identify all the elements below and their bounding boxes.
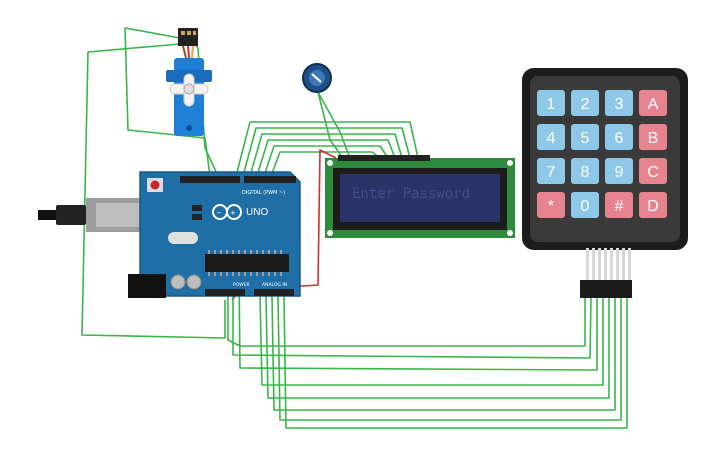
keypad-key-label: C — [647, 164, 659, 181]
keypad-key-A[interactable]: A — [639, 90, 667, 116]
digital-header-left — [180, 176, 240, 183]
keypad-key-label: 3 — [615, 96, 624, 113]
keypad-key-label: D — [647, 198, 659, 215]
keypad-key-face — [639, 192, 667, 218]
keypad-connector — [580, 280, 632, 298]
keypad-key-7[interactable]: 7 — [537, 158, 565, 184]
keypad-keys: 1 2 3 A 4 5 6 B 7 8 9 C * 0 # D — [537, 90, 667, 218]
keypad-key-label: 0 — [581, 198, 590, 215]
keypad-key-0[interactable]: 0 — [571, 192, 599, 218]
wire-lcd-5 — [263, 145, 389, 177]
wire-lcd-3 — [249, 133, 403, 177]
analog-label: ANALOG IN — [262, 282, 287, 288]
keypad-key-label: 8 — [581, 164, 590, 181]
keypad-key-label: 5 — [581, 130, 590, 147]
keypad-key-label: 4 — [547, 130, 556, 147]
wire-keypad-7 — [277, 295, 622, 421]
keypad-key-face — [537, 192, 565, 218]
svg-text:+: + — [230, 209, 236, 217]
keypad-key-face — [605, 158, 633, 184]
digital-header-right — [244, 176, 296, 183]
keypad-key-3[interactable]: 3 — [605, 90, 633, 116]
lcd-pin-header — [338, 155, 430, 161]
servo-connector — [178, 28, 198, 46]
keypad-key-face — [605, 90, 633, 116]
power-jack — [128, 274, 166, 298]
keypad-key-face — [537, 124, 565, 150]
keypad-key-8[interactable]: 8 — [571, 158, 599, 184]
keypad-key-face — [571, 192, 599, 218]
keypad-key-B[interactable]: B — [639, 124, 667, 150]
keypad-key-4[interactable]: 4 — [537, 124, 565, 150]
keypad-key-face — [571, 158, 599, 184]
keypad-key-C[interactable]: C — [639, 158, 667, 184]
keypad-key-face — [571, 124, 599, 150]
arduino-logo: − + — [212, 204, 242, 220]
potentiometer[interactable] — [302, 63, 332, 93]
lcd-text: Enter Password — [352, 186, 470, 202]
keypad-key-face — [639, 158, 667, 184]
wire-lcd-1 — [235, 121, 419, 177]
keypad-key-label: 2 — [581, 96, 590, 113]
keypad-key-9[interactable]: 9 — [605, 158, 633, 184]
power-header — [205, 289, 245, 296]
keypad-key-face — [639, 90, 667, 116]
wire-keypad-5 — [265, 295, 610, 399]
svg-text:−: − — [216, 209, 222, 217]
keypad-key-label: 7 — [547, 164, 556, 181]
wire-pot-2 — [317, 91, 351, 159]
wire-keypad-6 — [271, 295, 616, 411]
lcd-display[interactable]: Enter Password — [325, 155, 515, 238]
keypad-key-face — [537, 158, 565, 184]
keypad-4x4[interactable]: 1 2 3 A 4 5 6 B 7 8 9 C * 0 # D — [522, 68, 688, 298]
keypad-key-face — [605, 192, 633, 218]
arduino-uno-board[interactable]: DIGITAL (PWM ~) − + UNO — [38, 171, 301, 298]
wires — [81, 27, 628, 429]
keypad-key-2[interactable]: 2 — [571, 90, 599, 116]
keypad-key-face — [605, 124, 633, 150]
keypad-key-D[interactable]: D — [639, 192, 667, 218]
board-brand: UNO — [246, 207, 268, 218]
keypad-ribbon — [586, 248, 631, 280]
keypad-key-face — [571, 90, 599, 116]
keypad-key-6[interactable]: 6 — [605, 124, 633, 150]
servo-horn — [169, 73, 209, 107]
keypad-key-label: 6 — [615, 130, 624, 147]
digital-label: DIGITAL (PWM ~) — [242, 190, 285, 196]
wire-keypad-4 — [259, 295, 604, 386]
wire-lcd-4 — [256, 139, 396, 177]
keypad-key-face — [537, 90, 565, 116]
lcd-screen — [340, 174, 500, 222]
keypad-key-label: * — [548, 198, 554, 215]
wire-pot-1 — [317, 91, 344, 159]
keypad-key-hash[interactable]: # — [605, 192, 633, 218]
atmega-chip — [205, 254, 289, 272]
wire-servo-power — [81, 43, 226, 339]
keypad-key-label: A — [648, 96, 659, 113]
keypad-key-label: # — [615, 198, 624, 215]
keypad-key-label: 1 — [547, 96, 556, 113]
wire-keypad-8 — [283, 295, 628, 429]
servo-motor[interactable] — [166, 28, 212, 136]
keypad-key-1[interactable]: 1 — [537, 90, 565, 116]
keypad-key-label: 9 — [615, 164, 624, 181]
power-label: POWER — [233, 282, 250, 288]
keypad-key-face — [639, 124, 667, 150]
usb-cable — [38, 210, 58, 220]
keypad-key-star[interactable]: * — [537, 192, 565, 218]
keypad-key-label: B — [648, 130, 659, 147]
analog-header — [254, 289, 294, 296]
keypad-key-5[interactable]: 5 — [571, 124, 599, 150]
wire-lcd-2 — [242, 127, 411, 177]
